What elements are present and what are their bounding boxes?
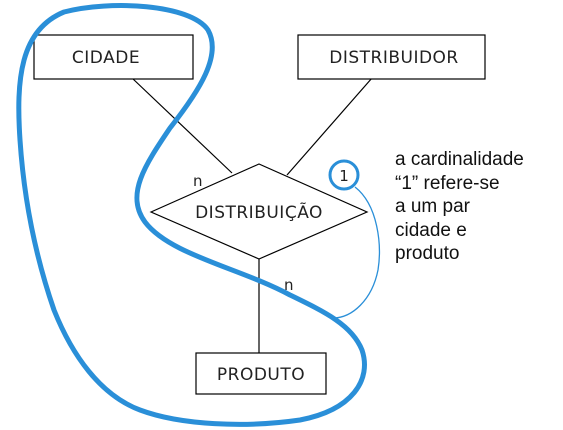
connector-distribuidor-distribuicao — [286, 77, 373, 176]
annotation-line: a cardinalidade — [395, 149, 524, 170]
annotation-note: a cardinalidade “1” refere-se a um par c… — [395, 148, 560, 266]
cardinality-cidade: n — [193, 172, 203, 190]
relationship-distribuicao-label: DISTRIBUIÇÃO — [195, 201, 323, 223]
entity-produto: PRODUTO — [195, 352, 327, 395]
entity-cidade-label: CIDADE — [72, 48, 140, 68]
annotation-pointer-line — [332, 186, 381, 319]
entity-distribuidor: DISTRIBUIDOR — [297, 34, 486, 80]
highlight-lasso — [16, 3, 367, 427]
entity-distribuidor-label: DISTRIBUIDOR — [329, 48, 459, 68]
annotation-line: “1” refere-se — [395, 172, 500, 194]
cardinality-produto: n — [284, 276, 294, 294]
entity-produto-label: PRODUTO — [217, 365, 305, 385]
cardinality-distribuidor: 1 — [339, 167, 349, 185]
entity-cidade: CIDADE — [33, 34, 194, 80]
annotation-line: produto — [395, 243, 460, 264]
annotation-line: a um par — [395, 196, 470, 217]
relationship-distribuicao: DISTRIBUIÇÃO — [149, 163, 369, 260]
connector-cidade-distribuicao — [131, 77, 233, 174]
cardinality-highlight-circle — [328, 159, 360, 191]
annotation-line: cidade e — [395, 219, 467, 241]
